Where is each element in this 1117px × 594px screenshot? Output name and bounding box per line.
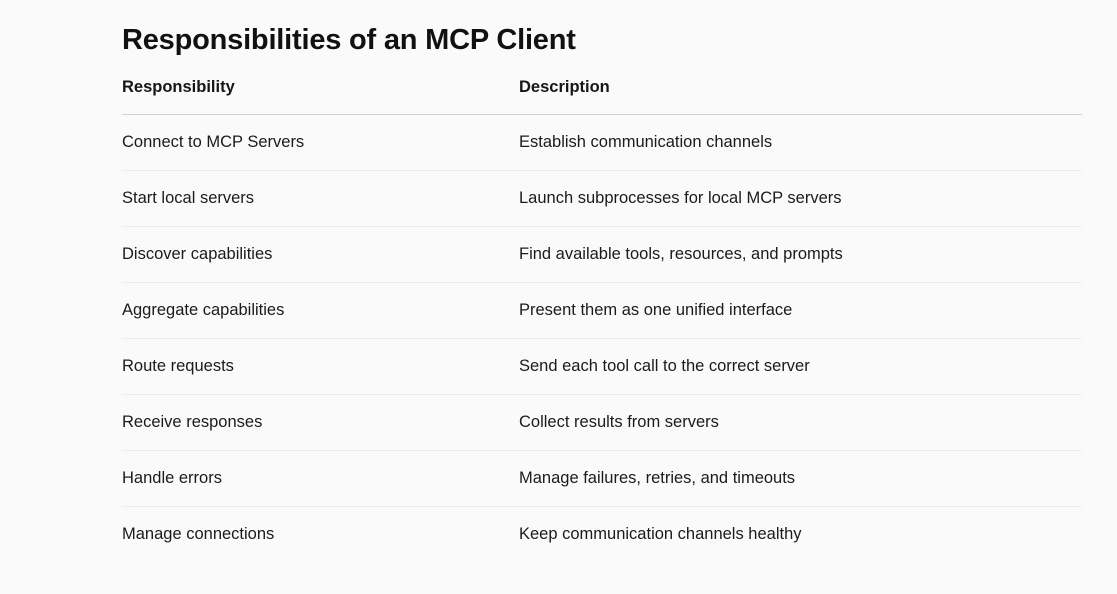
table-row: Manage connections Keep communication ch… [122,507,1082,563]
responsibilities-table: Responsibility Description Connect to MC… [122,78,1082,562]
table-row: Connect to MCP Servers Establish communi… [122,114,1082,171]
cell-description: Launch subprocesses for local MCP server… [519,170,1082,227]
table-row: Route requests Send each tool call to th… [122,338,1082,395]
cell-description: Present them as one unified interface [519,282,1082,339]
cell-description: Send each tool call to the correct serve… [519,338,1082,395]
table-row: Discover capabilities Find available too… [122,226,1082,283]
table-row: Receive responses Collect results from s… [122,394,1082,451]
cell-responsibility: Aggregate capabilities [122,282,519,339]
cell-responsibility: Manage connections [122,525,275,543]
cell-responsibility: Discover capabilities [122,226,519,283]
header-responsibility: Responsibility [122,78,519,115]
cell-responsibility: Connect to MCP Servers [122,114,519,171]
cell-responsibility: Start local servers [122,170,519,227]
cell-description: Collect results from servers [519,394,1082,451]
cell-responsibility: Receive responses [122,394,519,451]
cell-description: Establish communication channels [519,114,1082,171]
cell-responsibility: Route requests [122,338,519,395]
table-header-row: Responsibility Description [122,78,1082,115]
page-title: Responsibilities of an MCP Client [122,24,576,56]
table-row: Start local servers Launch subprocesses … [122,170,1082,227]
table-row: Handle errors Manage failures, retries, … [122,450,1082,507]
content: Responsibilities of an MCP Client Respon… [122,20,1082,562]
cell-description: Find available tools, resources, and pro… [519,226,1082,283]
cell-description: Manage failures, retries, and timeouts [519,450,1082,507]
cell-description: Keep communication channels healthy [519,525,802,543]
cell-responsibility: Handle errors [122,450,519,507]
header-description: Description [519,78,1082,115]
table-row: Aggregate capabilities Present them as o… [122,282,1082,339]
